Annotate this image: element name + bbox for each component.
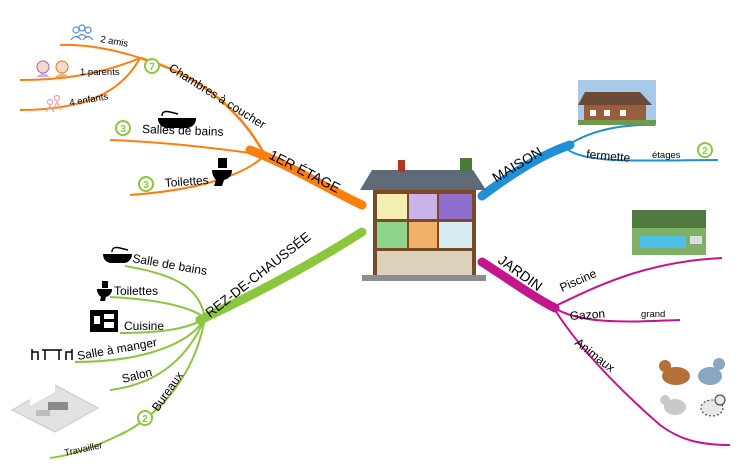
garden-to-animals-line <box>552 306 731 446</box>
ground-bathtub-icon <box>103 246 132 263</box>
house-to-photo-line <box>564 123 656 148</box>
upper-to-bath-line <box>109 139 266 156</box>
living-label: Salon <box>120 365 153 386</box>
bedrooms-count-badge <box>144 58 160 74</box>
kitchen-label: Cuisine <box>124 319 164 333</box>
kitchen-icon <box>90 310 118 332</box>
bath-count: 3 <box>120 124 126 135</box>
ground-to-toilets-line <box>109 296 206 319</box>
ground-floor-branch <box>49 227 367 459</box>
garden-branch <box>477 257 731 446</box>
garden-to-pool-line <box>552 257 723 308</box>
work-label: Travailler <box>63 440 103 459</box>
farm-animals-icon <box>659 358 726 417</box>
ground-toilet-icon <box>97 281 112 301</box>
bedrooms-to-children-line <box>19 57 141 111</box>
friends-icon <box>70 24 94 41</box>
ground-toilets-label: Toilettes <box>114 284 158 298</box>
house-to-farm-line <box>564 146 719 162</box>
lawn-size-label: grand <box>641 309 665 320</box>
children-icon <box>45 94 62 113</box>
bedrooms-to-friends-line <box>59 43 141 59</box>
ground-to-bath-line <box>124 265 206 319</box>
garden-main-branch <box>477 257 560 313</box>
children-label: 4 enfants <box>69 91 110 109</box>
ground-to-dining-line <box>74 317 206 363</box>
toilets-count: 3 <box>143 180 149 191</box>
offices-to-work-line <box>49 431 126 459</box>
farmhouse-photo <box>578 80 656 125</box>
living-room-image <box>10 384 100 433</box>
farm-label: fermette <box>586 147 631 165</box>
upper-to-bedrooms-line <box>139 56 267 156</box>
upper-branch-label: 1ER ÉTAGE <box>267 146 343 195</box>
ground-main-branch <box>195 227 367 325</box>
bedrooms-count: 7 <box>149 62 155 73</box>
upper-toilets-label: Toilettes <box>164 173 209 190</box>
pool-photo <box>632 210 706 255</box>
offices-count-badge <box>137 410 153 426</box>
house-cutaway-image <box>360 158 486 281</box>
ground-to-kitchen-line <box>119 317 206 334</box>
ground-bath-label: Salle de bains <box>131 251 208 278</box>
parents-label: 1 parents <box>80 67 120 78</box>
floors-count-badge <box>697 142 713 158</box>
offices-count: 2 <box>142 414 148 425</box>
animals-label: Animaux <box>572 335 617 375</box>
bath-count-badge <box>115 120 131 136</box>
friends-label: 2 amis <box>99 34 129 50</box>
parents-icon <box>36 60 69 77</box>
toilets-count-badge <box>138 176 154 192</box>
upper-floor-branch <box>19 43 367 210</box>
upper-toilet-icon <box>212 158 232 186</box>
floors-label: étages <box>652 150 681 161</box>
lawn-label: Gazon <box>569 307 605 323</box>
ground-to-offices-line <box>119 317 206 436</box>
garden-to-lawn-line <box>552 306 681 323</box>
house-main-branch <box>477 140 575 201</box>
pool-label: Piscine <box>558 266 599 295</box>
bedrooms-to-parents-line <box>19 57 141 81</box>
dining-table-icon <box>31 349 73 360</box>
floors-count: 2 <box>702 146 708 157</box>
ground-to-living-line <box>109 317 206 391</box>
upper-bathtub-icon <box>158 110 196 128</box>
